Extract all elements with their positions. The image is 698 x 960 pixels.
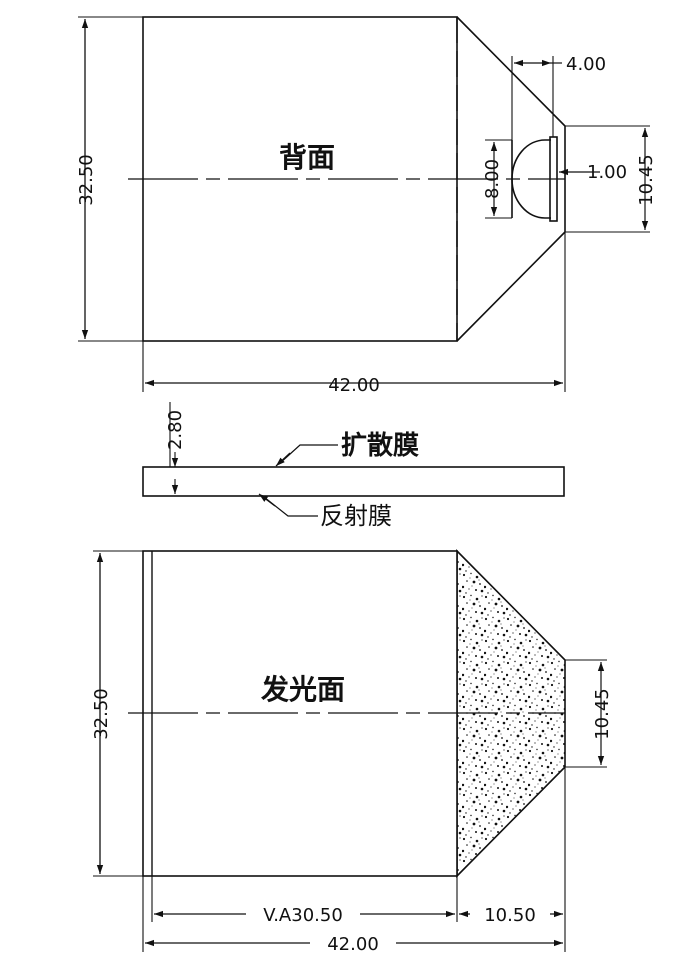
reflector-arrow [258, 493, 276, 507]
back-title: 背面 [279, 141, 335, 174]
side-dim-thickness: 2.80 [165, 410, 186, 450]
reflector-label: 反射膜 [320, 502, 392, 530]
front-title: 发光面 [260, 673, 345, 706]
led-dim-offset: 4.00 [566, 54, 606, 75]
front-dim-width: 42.00 [327, 934, 379, 955]
diffuser-arrow [275, 452, 291, 467]
front-dim-va: V.A30.50 [263, 905, 343, 926]
front-dim-height: 32.50 [91, 688, 112, 740]
reflector-leader [263, 496, 318, 517]
back-view-labels: 背面 32.50 42.00 4.00 8.00 1.00 10.45 [76, 54, 657, 396]
led-dim-height: 8.00 [482, 159, 503, 199]
diffuser-leader [278, 444, 338, 465]
side-panel [142, 466, 565, 497]
back-dim-height: 32.50 [76, 154, 97, 206]
front-view-labels: 发光面 32.50 10.45 V.A30.50 10.50 42.00 [91, 673, 613, 955]
front-view [93, 549, 607, 952]
side-view [142, 402, 565, 517]
gap-dim: 1.00 [587, 162, 627, 183]
tail-dim: 10.45 [636, 154, 657, 206]
back-view [78, 16, 650, 392]
front-tail-dim: 10.45 [592, 688, 613, 740]
diffuser-label: 扩散膜 [341, 431, 419, 461]
back-dim-width: 42.00 [328, 375, 380, 396]
side-view-labels: 2.80 扩散膜 反射膜 [165, 410, 419, 530]
front-dim-tail-width: 10.50 [484, 905, 536, 926]
